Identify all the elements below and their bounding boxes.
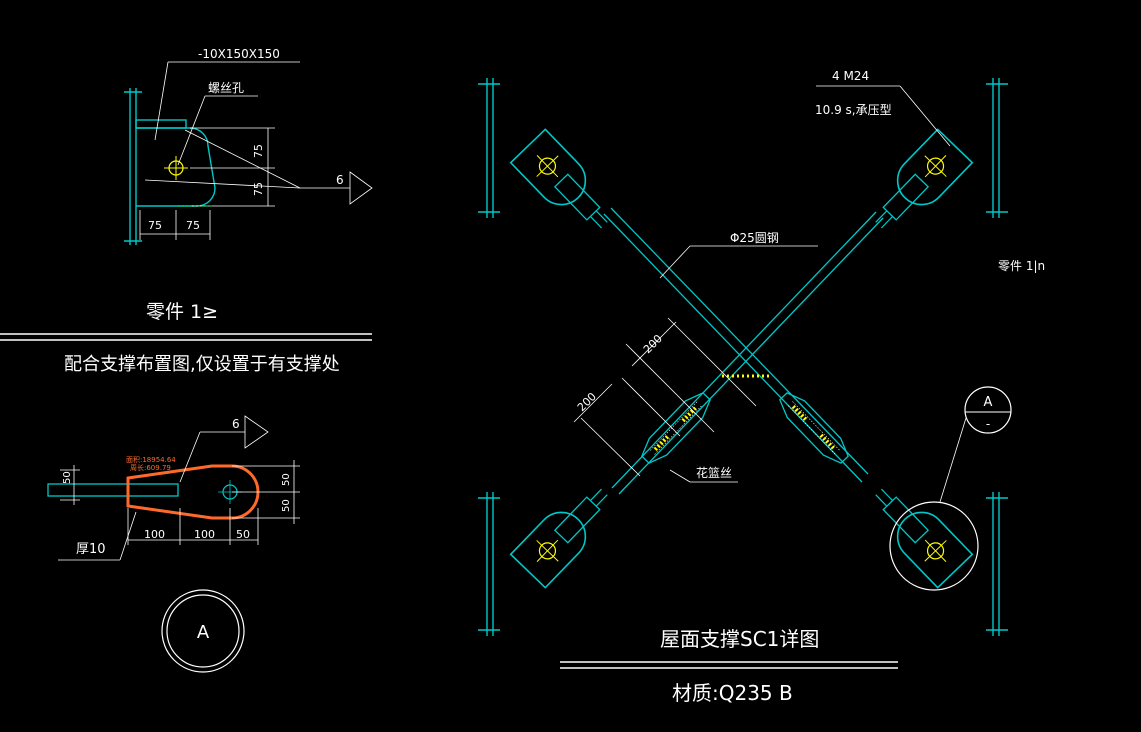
gusset-plate-bottom-right xyxy=(860,474,974,589)
round-steel-rods xyxy=(603,207,884,495)
bolt-grade: 10.9 s,承压型 xyxy=(815,103,892,117)
placement-note: 配合支撑布置图,仅设置于有支撑处 xyxy=(64,354,340,375)
detail-bubble: A xyxy=(161,589,245,673)
part2-detail: 面积:18954.64 周长:609.79 6 50 50 50 100 100… xyxy=(47,415,300,561)
area-readout: 面积:18954.64 xyxy=(126,455,176,464)
part2-dim-100-a: 100 xyxy=(144,528,165,541)
rod-spec: Φ25圆钢 xyxy=(730,231,779,245)
column-sections xyxy=(478,78,1008,636)
plate-spec-label: -10X150X150 xyxy=(198,47,280,61)
turnbuckle-right xyxy=(772,386,856,470)
part2-dim-50-left: 50 xyxy=(62,471,73,484)
part1-title: 零件 1≥ xyxy=(146,301,218,323)
part1-dim-75-d: 75 xyxy=(252,182,265,196)
material-label: 材质:Q235 B xyxy=(672,681,793,705)
dim-200-upper: 200 xyxy=(641,332,665,356)
main-title: 屋面支撑SC1详图 xyxy=(660,627,819,651)
dim-200-lower: 200 xyxy=(575,390,599,414)
part1-dim-75-c: 75 xyxy=(252,144,265,158)
part2-dim-50: 50 xyxy=(236,528,250,541)
detail-callout: A - xyxy=(889,386,1012,591)
callout-bottom-label: - xyxy=(986,417,990,431)
bolt-spec: 4 M24 xyxy=(832,69,869,83)
part2-dim-50-r1: 50 xyxy=(281,473,292,486)
part1-dim-75-a: 75 xyxy=(148,219,162,232)
gusset-plate-top-left xyxy=(509,128,623,243)
gusset-plate-top-right xyxy=(860,128,974,243)
detail-bubble-label: A xyxy=(197,622,210,643)
part2-dim-50-r2: 50 xyxy=(281,499,292,512)
perimeter-readout: 周长:609.79 xyxy=(130,463,171,472)
gusset-plate-bottom-left xyxy=(509,474,623,589)
turnbuckle-label: 花篮丝 xyxy=(696,465,732,480)
part-reference: 零件 1|n xyxy=(998,259,1045,273)
bolt-hole-label: 螺丝孔 xyxy=(208,81,244,95)
callout-top-label: A xyxy=(984,395,993,410)
turnbuckle-left xyxy=(634,386,718,470)
part1-dim-75-b: 75 xyxy=(186,219,200,232)
part2-dim-100-b: 100 xyxy=(194,528,215,541)
part2-weld-size: 6 xyxy=(232,417,240,431)
part1-detail: -10X150X150 螺丝孔 75 75 75 75 6 零件 1≥ xyxy=(124,47,373,323)
thickness-label: 厚10 xyxy=(76,542,106,557)
part1-weld-size: 6 xyxy=(336,173,344,187)
bracing-detail: 200 200 4 M24 10.9 s,承压型 Φ25圆钢 零件 1|n 花篮… xyxy=(478,69,1045,705)
